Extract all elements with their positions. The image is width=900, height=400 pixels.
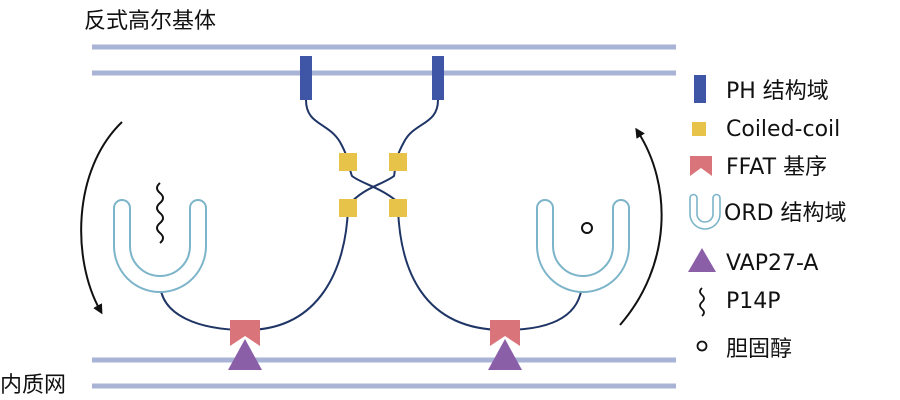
legend-item-ffat: FFAT 基序 bbox=[690, 155, 827, 180]
left-cycle-arrow bbox=[80, 121, 123, 315]
ord-domain-right bbox=[536, 199, 630, 293]
legend-ph-icon bbox=[694, 75, 706, 103]
ord-domain-left bbox=[113, 199, 207, 293]
ph-domain-right bbox=[432, 56, 444, 100]
legend-item-p14p: P14P bbox=[699, 287, 781, 317]
golgi-membrane bbox=[92, 44, 676, 76]
vap27a-right bbox=[488, 339, 522, 370]
right-cycle-arrow bbox=[619, 127, 663, 326]
coiled-coil-4 bbox=[389, 199, 407, 217]
ffat-motif-right bbox=[490, 320, 520, 346]
protein-linkers bbox=[159, 99, 583, 332]
legend-p14p-icon bbox=[699, 287, 705, 317]
legend-ffat-label: FFAT 基序 bbox=[726, 155, 827, 180]
ph-domain-left bbox=[300, 56, 312, 100]
legend-item-ord: ORD 结构域 bbox=[689, 193, 847, 230]
legend-item-vap: VAP27-A bbox=[688, 248, 818, 276]
coiled-coil-1 bbox=[339, 153, 357, 171]
vap27a-left bbox=[228, 339, 262, 370]
legend-item-coiled-coil: Coiled-coil bbox=[692, 117, 840, 142]
er-membrane bbox=[92, 357, 676, 389]
ffat-motif-left bbox=[230, 320, 260, 346]
legend-ord-icon bbox=[689, 193, 721, 230]
legend-ord-label: ORD 结构域 bbox=[724, 201, 847, 226]
golgi-label: 反式高尔基体 bbox=[84, 9, 216, 34]
legend-vap-label: VAP27-A bbox=[726, 251, 818, 276]
legend-coiled-coil-icon bbox=[692, 122, 706, 136]
coiled-coil-3 bbox=[339, 199, 357, 217]
p14p-molecule bbox=[156, 182, 164, 244]
legend-item-cholesterol: 胆固醇 bbox=[696, 337, 792, 362]
legend-vap-icon bbox=[688, 248, 716, 272]
legend-coiled-coil-label: Coiled-coil bbox=[726, 117, 840, 142]
legend-ffat-icon bbox=[690, 156, 712, 176]
legend-item-ph: PH 结构域 bbox=[694, 75, 829, 104]
legend-cholesterol-label: 胆固醇 bbox=[726, 337, 792, 362]
right-linker-lower bbox=[397, 207, 583, 332]
coiled-coil-2 bbox=[389, 153, 407, 171]
legend-ph-label: PH 结构域 bbox=[726, 79, 829, 104]
legend-p14p-label: P14P bbox=[726, 289, 781, 314]
legend: PH 结构域 Coiled-coil FFAT 基序 ORD 结构域 VAP27… bbox=[688, 75, 847, 362]
cholesterol-molecule bbox=[581, 222, 593, 234]
er-label: 内质网 bbox=[0, 373, 66, 398]
legend-cholesterol-icon bbox=[696, 340, 708, 352]
